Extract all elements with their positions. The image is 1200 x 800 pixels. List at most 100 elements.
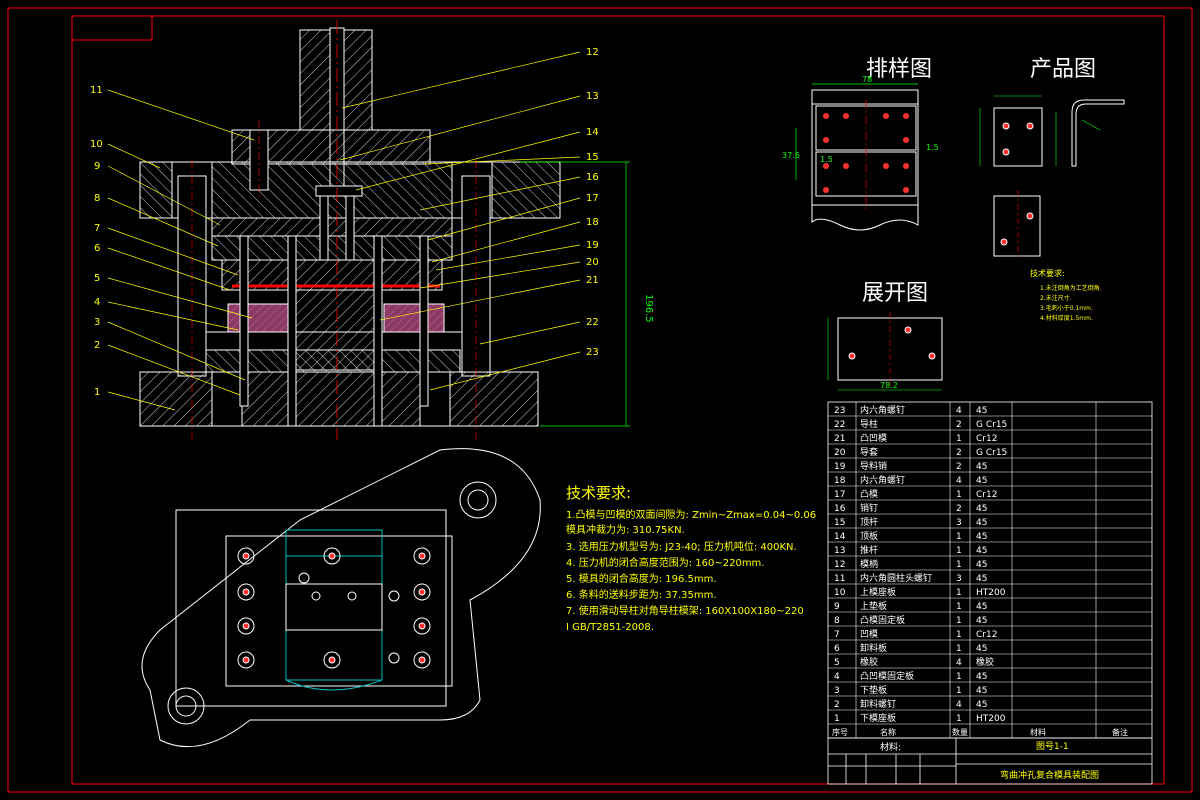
bom-cell-name: 凹模 xyxy=(860,629,878,640)
bom-cell-material: Cr12 xyxy=(976,434,997,444)
bom-cell-no: 10 xyxy=(834,588,846,598)
bom-cell-name: 凸凹模 xyxy=(860,433,887,444)
bom-cell-qty: 4 xyxy=(956,476,962,486)
title-material-label: 材料: xyxy=(880,741,901,753)
notes-line-1: 1.未注倒角为工艺倒角. xyxy=(1040,284,1102,292)
bom-cell-material: 45 xyxy=(976,532,987,542)
bom-cell-name: 模柄 xyxy=(860,558,878,570)
callout-1: 1 xyxy=(94,387,100,398)
bom-cell-name: 卸料板 xyxy=(860,642,887,654)
product-dims xyxy=(979,95,1101,166)
bom-cell-qty: 4 xyxy=(956,658,962,668)
bom-cell-qty: 2 xyxy=(956,448,962,458)
tech-req-line-7: 7. 使用滑动导柱对角导柱模架: 160X100X180~220 xyxy=(566,604,804,617)
callout-15: 15 xyxy=(586,152,599,163)
bom-cell-no: 21 xyxy=(834,434,845,444)
callout-18: 18 xyxy=(586,217,599,228)
bom-cell-qty: 1 xyxy=(956,434,962,444)
bom-cell-material: 45 xyxy=(976,672,987,682)
tech-req-line-2: 模具冲裁力为: 310.75KN. xyxy=(566,523,685,536)
bom-cell-qty: 2 xyxy=(956,462,962,472)
bom-cell-material: G Cr15 xyxy=(976,420,1007,430)
bom-cell-material: 45 xyxy=(976,602,987,612)
bom-cell-material: 45 xyxy=(976,560,987,570)
bom-cell-no: 1 xyxy=(834,714,840,724)
bom-header-name: 名称 xyxy=(880,727,896,737)
bom-cell-no: 19 xyxy=(834,462,846,472)
callout-9: 9 xyxy=(94,161,100,172)
bom-header-no: 序号 xyxy=(832,727,848,737)
bom-cell-qty: 1 xyxy=(956,532,962,542)
bom-cell-no: 7 xyxy=(834,630,840,640)
tech-req-line-1: 1.凸模与凹模的双面间隙为: Zmin~Zmax=0.04~0.06 xyxy=(566,508,816,521)
tech-req-line-8: I GB/T2851-2008. xyxy=(566,622,654,633)
bom-cell-no: 11 xyxy=(834,574,845,584)
bom-cell-material: 45 xyxy=(976,574,987,584)
callout-21: 21 xyxy=(586,275,599,286)
dim-pitch-left: 1.5 xyxy=(820,155,833,164)
product-title: 产品图 xyxy=(1030,57,1096,82)
bom-cell-qty: 3 xyxy=(956,574,962,584)
bom-cell-no: 18 xyxy=(834,476,846,486)
callout-16: 16 xyxy=(586,172,599,183)
bom-cell-name: 顶板 xyxy=(860,530,878,542)
notes-line-3: 3.毛刺小于0.1mm. xyxy=(1040,304,1093,312)
bom-cell-no: 5 xyxy=(834,658,840,668)
bom-cell-material: 45 xyxy=(976,700,987,710)
bom-cell-name: 下模座板 xyxy=(860,712,896,724)
bom-cell-name: 下垫板 xyxy=(860,684,887,696)
callout-12: 12 xyxy=(586,47,599,58)
callout-6: 6 xyxy=(94,243,100,254)
bom-header-material: 材料 xyxy=(1030,727,1046,737)
bom-cell-material: 45 xyxy=(976,406,987,416)
inner-frame xyxy=(71,15,1165,785)
bom-cell-no: 8 xyxy=(834,616,840,626)
dim-strip-width: 37.6 xyxy=(782,151,800,160)
title-block xyxy=(827,737,1153,785)
bom-cell-no: 13 xyxy=(834,546,845,556)
bom-cell-qty: 3 xyxy=(956,518,962,528)
bom-cell-material: Cr12 xyxy=(976,630,997,640)
product-views xyxy=(993,99,1125,260)
callout-5: 5 xyxy=(94,273,100,284)
bom-cell-name: 导柱 xyxy=(860,418,878,430)
bom-cell-no: 20 xyxy=(834,448,846,458)
callout-4: 4 xyxy=(94,297,100,308)
callout-10: 10 xyxy=(90,139,103,150)
bom-cell-no: 16 xyxy=(834,504,846,514)
callout-3: 3 xyxy=(94,317,100,328)
outer-frame xyxy=(7,7,1193,793)
bom-cell-no: 4 xyxy=(834,672,840,682)
unfold-view xyxy=(827,312,943,391)
bom-cell-name: 上垫板 xyxy=(860,600,887,612)
section-view xyxy=(139,20,630,440)
callout-17: 17 xyxy=(586,193,599,204)
title-drawing-name: 弯曲冲孔复合模具装配图 xyxy=(1000,769,1099,781)
bom-cell-name: 上模座板 xyxy=(860,586,896,598)
tech-req-line-5: 5. 模具的闭合高度为: 196.5mm. xyxy=(566,572,717,585)
unfold-title: 展开图 xyxy=(862,281,928,306)
bom-cell-material: 45 xyxy=(976,462,987,472)
bom-cell-qty: 1 xyxy=(956,588,962,598)
tech-req-line-3: 3. 选用压力机型号为: J23-40; 压力机吨位: 400KN. xyxy=(566,540,797,553)
bom-cell-name: 内六角螺钉 xyxy=(860,474,905,486)
bom-cell-no: 22 xyxy=(834,420,845,430)
bom-cell-qty: 4 xyxy=(956,700,962,710)
bom-cell-name: 推杆 xyxy=(860,544,878,556)
bom-cell-qty: 1 xyxy=(956,560,962,570)
bom-cell-name: 导料销 xyxy=(860,460,887,472)
bom-cell-name: 顶杆 xyxy=(860,516,878,528)
corner-box xyxy=(71,15,153,41)
tech-req-title: 技术要求: xyxy=(566,484,631,502)
bom-cell-material: Cr12 xyxy=(976,490,997,500)
bom-cell-no: 14 xyxy=(834,532,846,542)
callout-23: 23 xyxy=(586,347,599,358)
bom-header-remark: 备注 xyxy=(1112,727,1128,737)
bom-cell-material: HT200 xyxy=(976,714,1006,724)
strip-layout xyxy=(795,83,919,231)
bom-cell-qty: 1 xyxy=(956,490,962,500)
dim-unfold-bottom: 78.2 xyxy=(880,381,898,390)
bom-cell-no: 2 xyxy=(834,700,840,710)
bom-cell-material: 45 xyxy=(976,686,987,696)
bom-cell-name: 凸凹模固定板 xyxy=(860,670,914,682)
